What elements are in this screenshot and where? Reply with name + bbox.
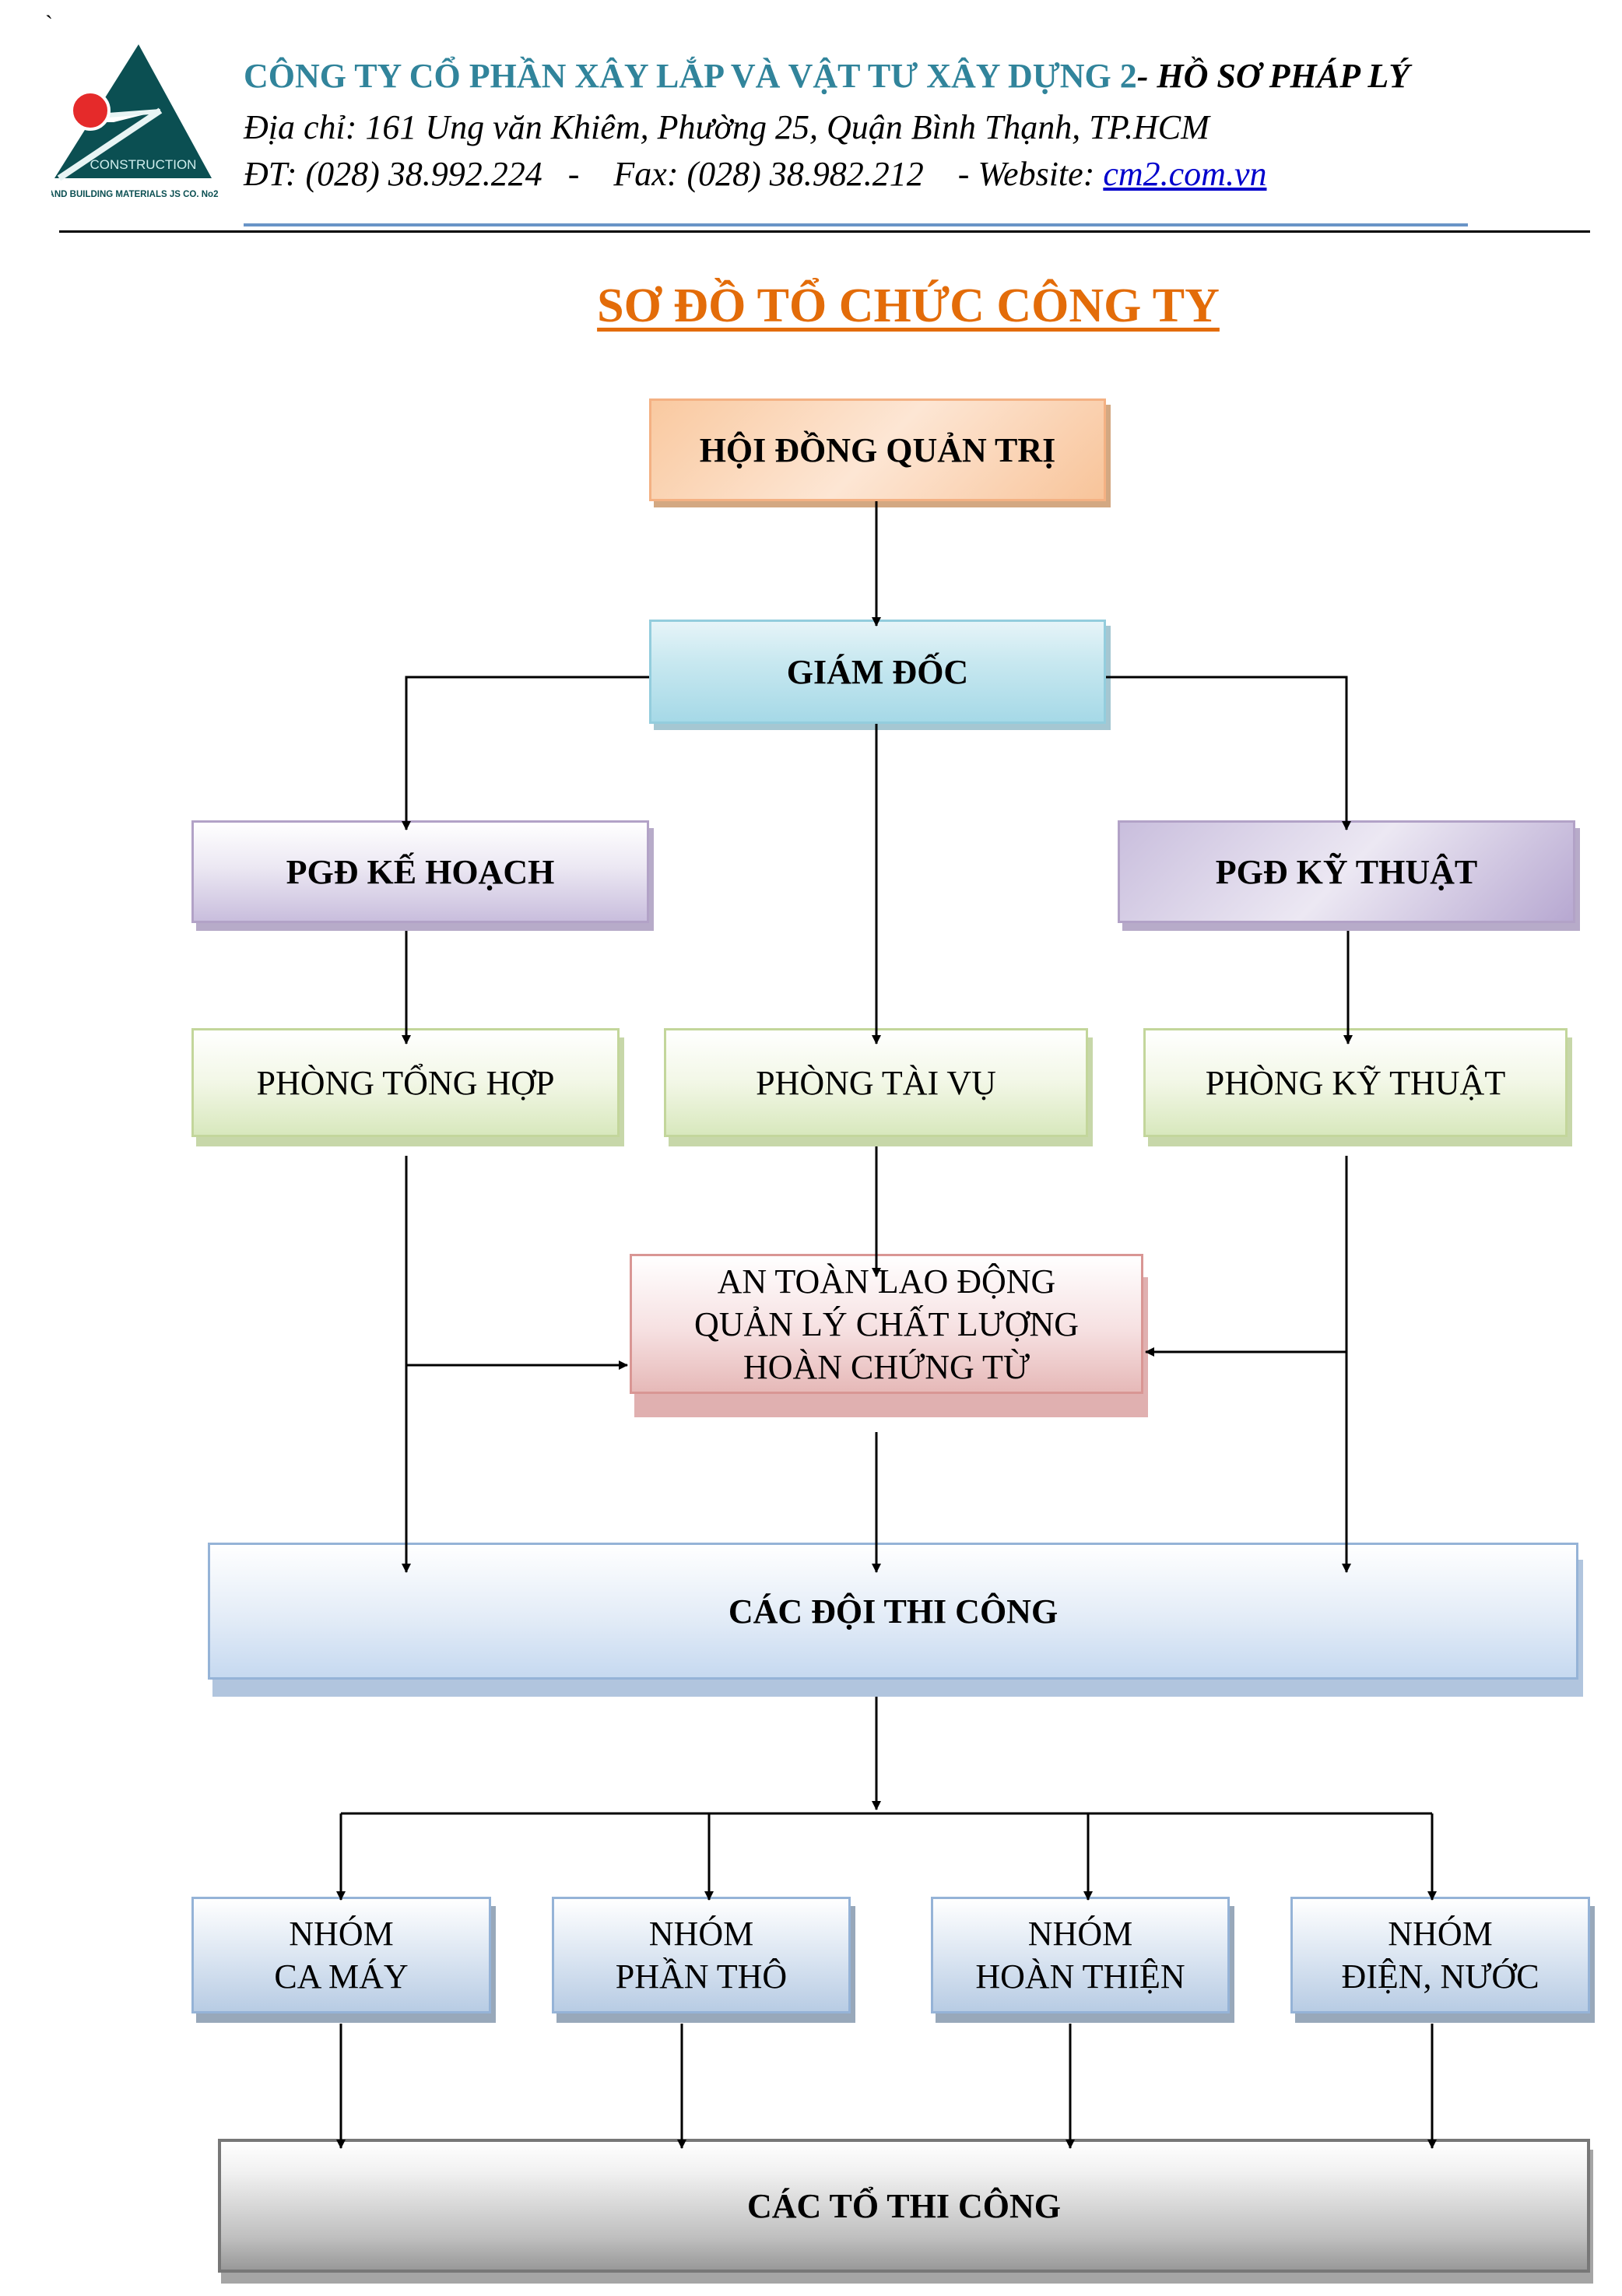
- node-dept-technical-label: PHÒNG KỸ THUẬT: [1205, 1063, 1506, 1102]
- group-line-1: NHÓM: [1027, 1915, 1133, 1953]
- node-dept-finance: PHÒNG TÀI VỤ: [664, 1028, 1088, 1137]
- node-director: GIÁM ĐỐC: [649, 620, 1106, 724]
- document-label: HỒ SƠ PHÁP LÝ: [1157, 57, 1410, 95]
- connector-director-deputy-technical: [1106, 676, 1351, 830]
- node-board-label: HỘI ĐỒNG QUẢN TRỊ: [699, 430, 1056, 469]
- node-group-finishing: NHÓM HOÀN THIỆN: [931, 1897, 1230, 2013]
- group-line-1: NHÓM: [648, 1915, 754, 1953]
- node-group-machinery: NHÓM CA MÁY: [191, 1897, 491, 2013]
- node-dept-general-label: PHÒNG TỔNG HỢP: [256, 1063, 555, 1102]
- node-deputy-planning-label: PGĐ KẾ HOẠCH: [286, 852, 555, 891]
- group-line-2: PHẦN THÔ: [615, 1957, 788, 1996]
- node-dept-technical: PHÒNG KỸ THUẬT: [1143, 1028, 1568, 1137]
- header-rule-blue: [244, 223, 1468, 226]
- node-construction-units-label: CÁC TỔ THI CÔNG: [746, 2186, 1061, 2225]
- logo-text-main: CONSTRUCTION: [90, 157, 197, 172]
- logo-text-sub: AND BUILDING MATERIALS JS CO. No2: [51, 190, 218, 199]
- node-safety-quality: AN TOÀN LAO ĐỘNG QUẢN LÝ CHẤT LƯỢNG HOÀN…: [630, 1254, 1143, 1394]
- node-deputy-technical: PGĐ KỸ THUẬT: [1118, 820, 1575, 923]
- node-construction-units: CÁC TỔ THI CÔNG: [218, 2139, 1590, 2273]
- node-group-rough-work: NHÓM PHẦN THÔ: [552, 1897, 851, 2013]
- node-director-label: GIÁM ĐỐC: [786, 652, 969, 691]
- node-deputy-technical-label: PGĐ KỸ THUẬT: [1215, 852, 1478, 891]
- website-link[interactable]: cm2.com.vn: [1103, 155, 1267, 193]
- header-separator: -: [1136, 57, 1157, 95]
- connector-director-deputy-planning: [402, 676, 649, 830]
- company-logo-icon: CONSTRUCTION AND BUILDING MATERIALS JS C…: [48, 44, 223, 208]
- company-name: CÔNG TY CỔ PHẦN XÂY LẮP VÀ VẬT TƯ XÂY DỰ…: [244, 57, 1137, 95]
- company-address: Địa chỉ: 161 Ung văn Khiêm, Phường 25, Q…: [244, 108, 1209, 146]
- safety-line-2: QUẢN LÝ CHẤT LƯỢNG: [693, 1304, 1080, 1343]
- group-line-1: NHÓM: [289, 1915, 394, 1953]
- node-dept-general: PHÒNG TỔNG HỢP: [191, 1028, 620, 1137]
- group-line-2: HOÀN THIỆN: [975, 1957, 1185, 1996]
- node-group-electric-water: NHÓM ĐIỆN, NƯỚC: [1290, 1897, 1590, 2013]
- node-construction-teams-label: CÁC ĐỘI THI CÔNG: [728, 1592, 1059, 1631]
- company-contact: ĐT: (028) 38.992.224 - Fax: (028) 38.982…: [244, 154, 1266, 194]
- group-line-1: NHÓM: [1388, 1915, 1493, 1953]
- node-construction-teams: CÁC ĐỘI THI CÔNG: [208, 1543, 1578, 1680]
- stray-mark: `: [45, 11, 53, 37]
- group-line-2: ĐIỆN, NƯỚC: [1341, 1957, 1539, 1996]
- safety-line-1: AN TOÀN LAO ĐỘNG: [717, 1262, 1056, 1301]
- node-deputy-planning: PGĐ KẾ HOẠCH: [191, 820, 649, 923]
- group-line-2: CA MÁY: [274, 1957, 409, 1996]
- node-dept-finance-label: PHÒNG TÀI VỤ: [756, 1063, 996, 1102]
- header-rule-black: [59, 230, 1590, 233]
- node-board: HỘI ĐỒNG QUẢN TRỊ: [649, 398, 1106, 501]
- contact-phone-fax: ĐT: (028) 38.992.224 - Fax: (028) 38.982…: [244, 155, 1104, 193]
- safety-line-3: HOÀN CHỨNG TỪ: [743, 1347, 1030, 1386]
- page-title: SƠ ĐỒ TỔ CHỨC CÔNG TY: [597, 279, 1220, 332]
- company-header-line: CÔNG TY CỔ PHẦN XÂY LẮP VÀ VẬT TƯ XÂY DỰ…: [244, 56, 1410, 96]
